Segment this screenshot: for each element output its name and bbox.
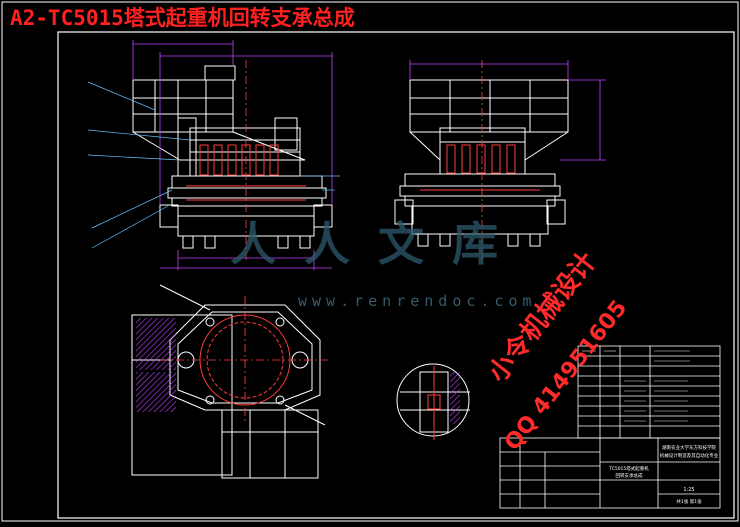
- section-detail-hidden: [427, 366, 441, 440]
- drawing-title: A2-TC5015塔式起重机回转支承总成: [10, 6, 355, 30]
- drawing-frame: [57, 31, 735, 519]
- title-block-drawing-name-line1: TC5015塔式起重机: [608, 465, 649, 472]
- section-detail-hatch: [450, 372, 460, 424]
- title-block-company-line1: 湖南农业大学东方科技学院: [662, 444, 716, 451]
- plan-view-hatch: [136, 318, 176, 412]
- side-view-hidden-parts: [420, 144, 540, 191]
- watermark-url: www.renrendoc.com: [298, 292, 537, 310]
- side-view: [394, 79, 569, 247]
- title-block-scale: 1:25: [683, 487, 694, 493]
- parts-list-fill: [582, 350, 690, 422]
- title-block: [499, 437, 721, 509]
- watermark-logo: 人人文库: [230, 217, 526, 271]
- title-block-company-line2: 机械设计制造及其自动化专业: [660, 452, 719, 459]
- title-block-drawing-name-line2: 回转支承总成: [616, 472, 643, 479]
- front-view-dimensions: [132, 40, 333, 270]
- front-view-leaders: [87, 81, 340, 249]
- title-block-sheet-label: 共1张 第1张: [676, 498, 702, 505]
- side-view-dimensions: [409, 60, 606, 161]
- plan-view-centerlines: [160, 296, 330, 424]
- parts-list-table: [577, 345, 721, 439]
